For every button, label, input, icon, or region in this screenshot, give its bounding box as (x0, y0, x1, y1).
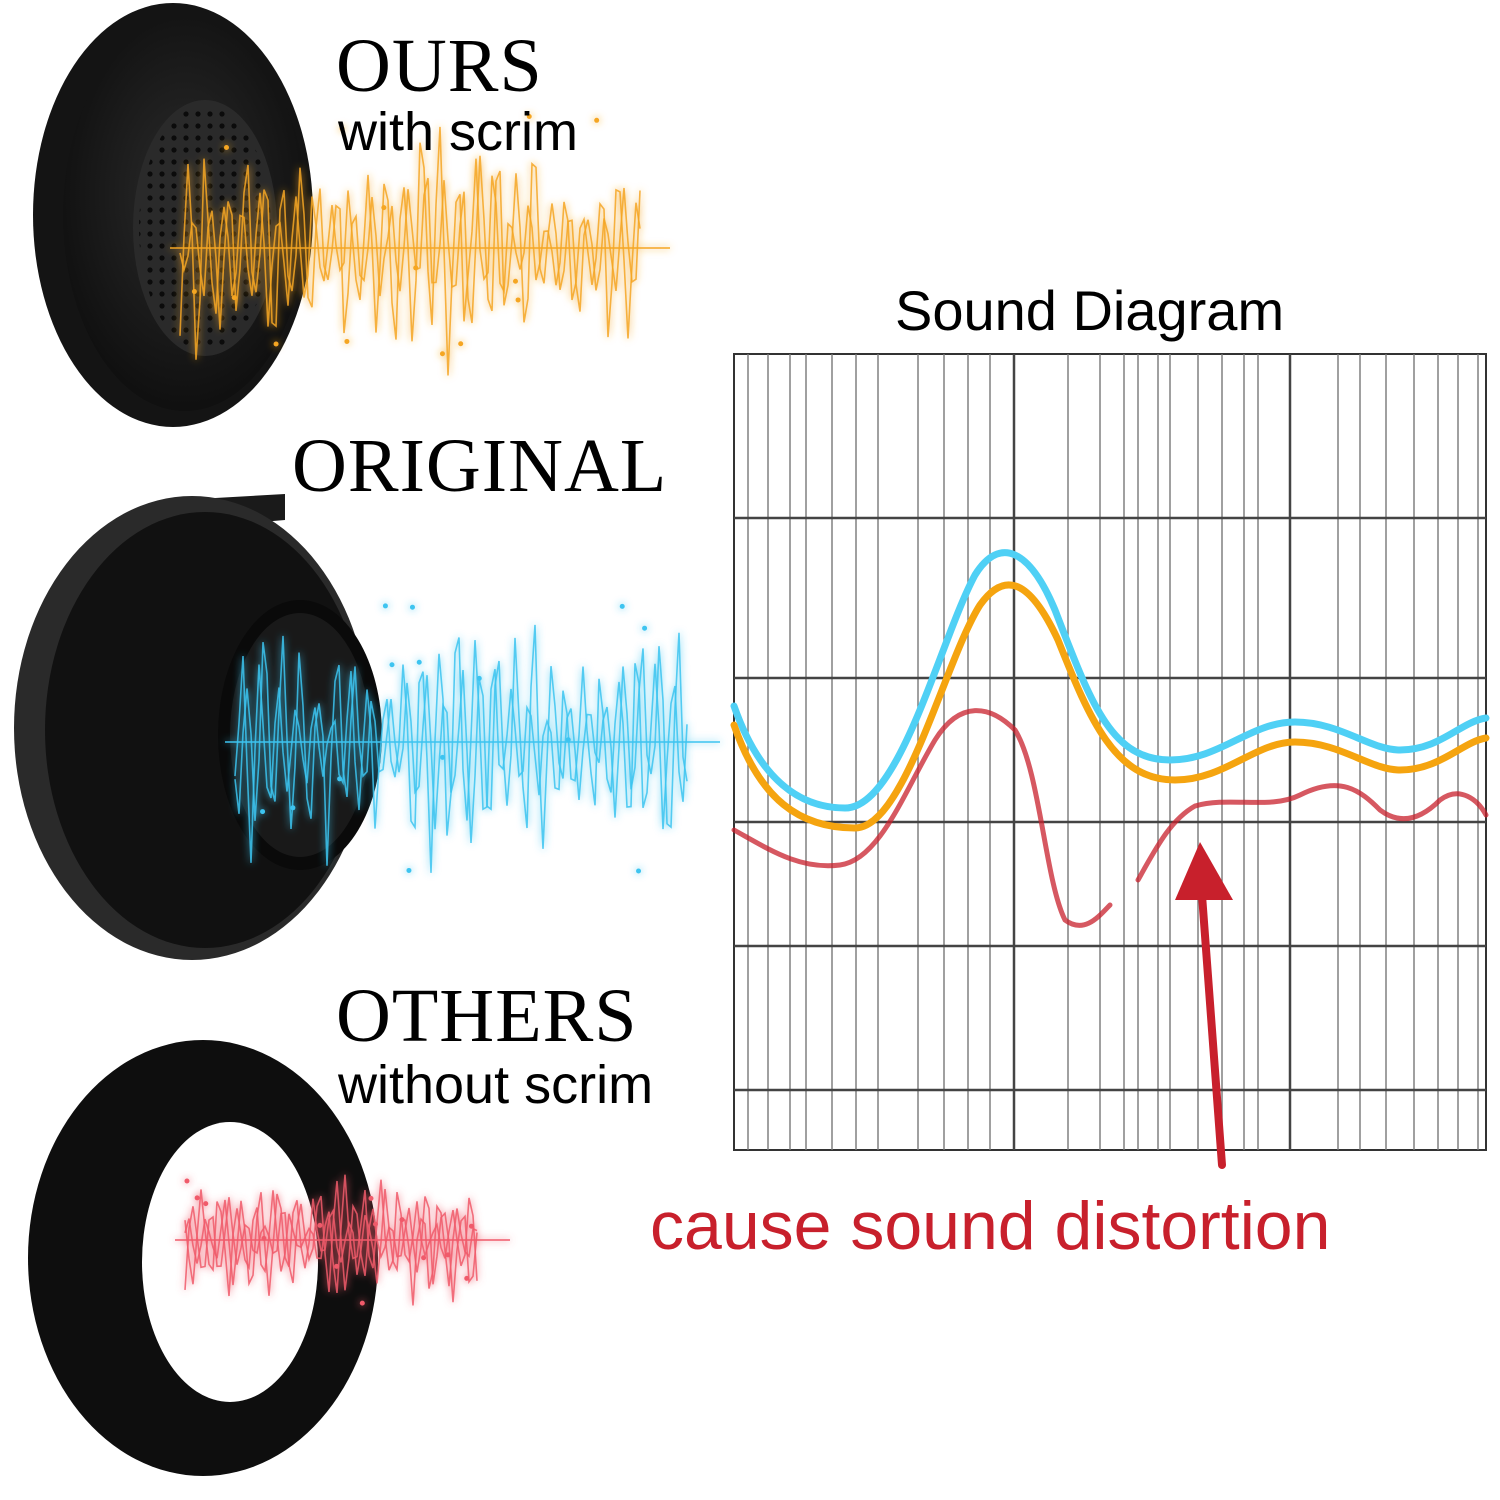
others-title: OTHERS (336, 974, 638, 1058)
ours-title: OURS (336, 24, 543, 108)
distortion-arrow (1175, 842, 1233, 1169)
ours-earpad-image (33, 3, 313, 427)
diagram-grid (734, 354, 1486, 1150)
ours-sound-wave (170, 114, 670, 376)
ours-curve (730, 581, 1490, 832)
diagram-title: Sound Diagram (895, 279, 1285, 342)
ours-subtitle: with scrim (338, 102, 578, 162)
others-sound-wave (175, 1174, 510, 1306)
distortion-annotation: cause sound distortion (650, 1188, 1331, 1264)
original-curve (730, 549, 1490, 812)
others-earpad-image (28, 1040, 378, 1476)
others-curve (731, 708, 1489, 928)
original-sound-wave (225, 603, 720, 874)
diagram-frame (733, 353, 1487, 1151)
original-title: ORIGINAL (292, 424, 668, 508)
others-subtitle: without scrim (338, 1055, 654, 1115)
